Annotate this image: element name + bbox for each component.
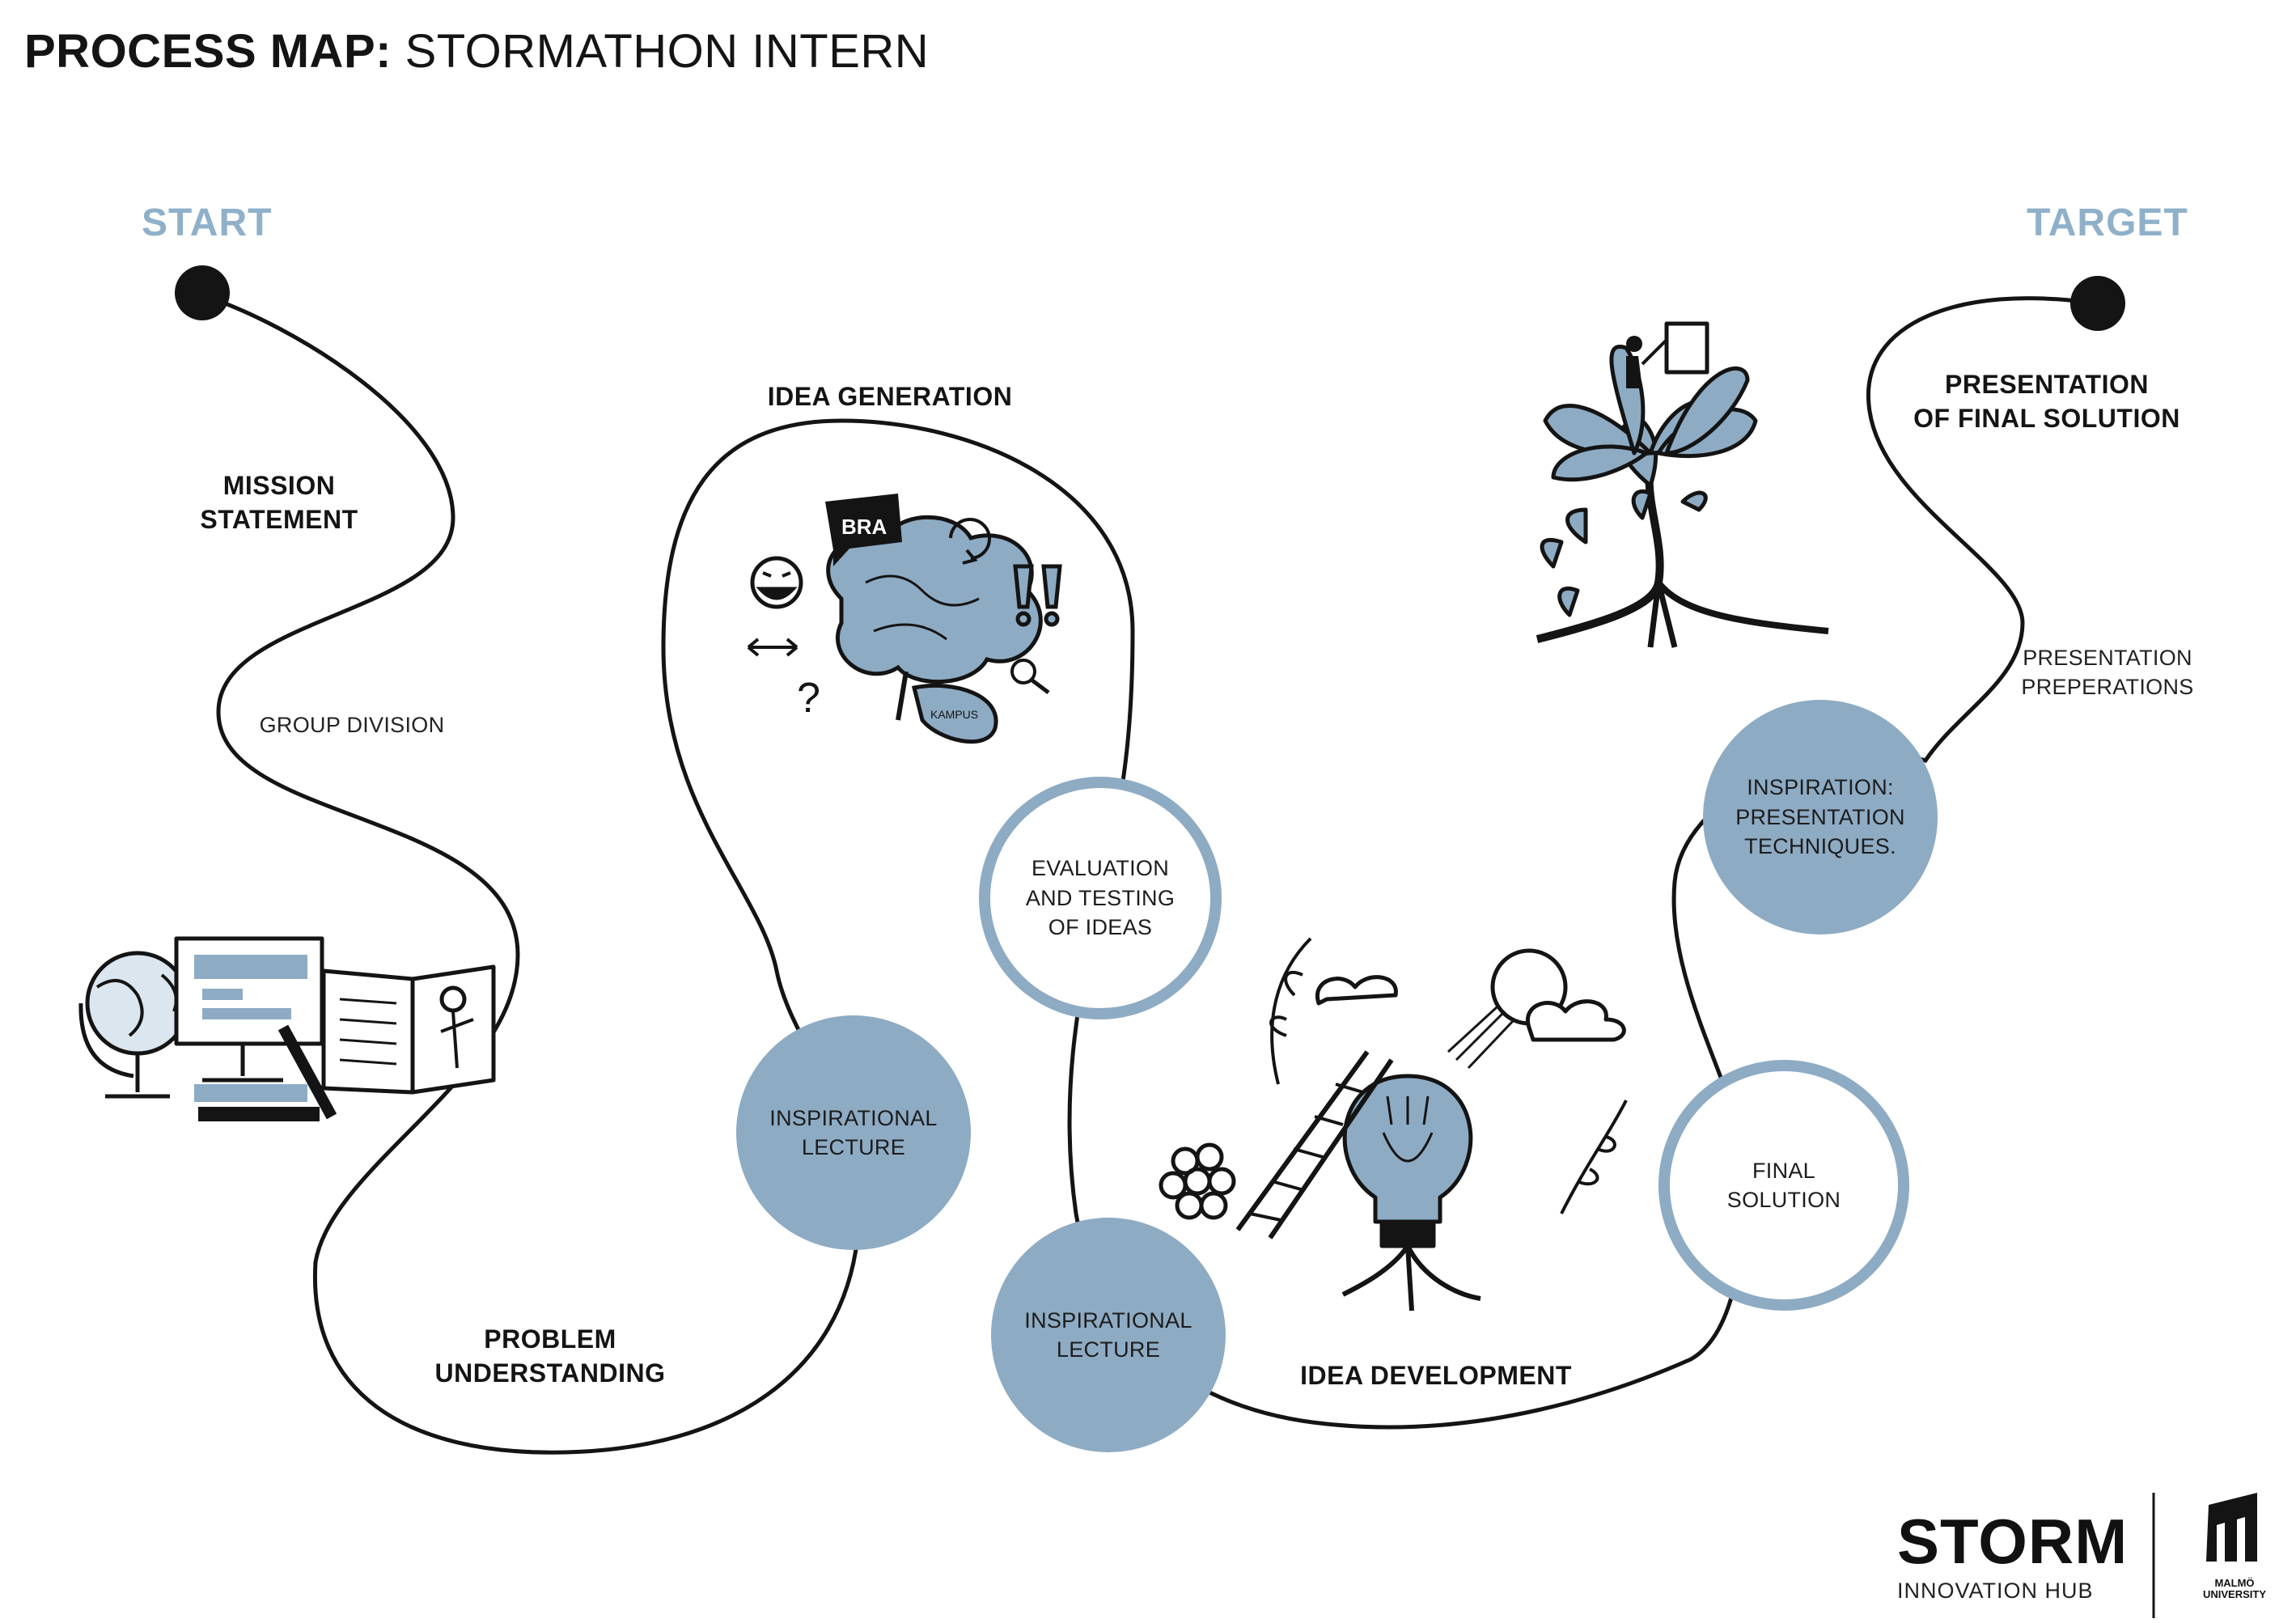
branch-icon <box>1560 1100 1628 1214</box>
stage-idea-generation: IDEA GENERATION <box>767 382 1013 411</box>
leaf-bubble-text: KAMPUS <box>930 708 978 721</box>
target-label: TARGET <box>2027 201 2188 244</box>
circle-inspirational-lecture-2: INSPIRATIONAL LECTURE <box>991 1218 1226 1452</box>
circle-final-solution: FINAL SOLUTION <box>1658 1060 1909 1311</box>
arrows-icon <box>747 638 799 657</box>
circle-inspirational-lecture-1-label: INSPIRATIONAL LECTURE <box>769 1105 938 1159</box>
title-bold: PROCESS MAP: <box>24 25 392 78</box>
circle-inspiration-presentation: INSPIRATION: PRESENTATION TECHNIQUES. <box>1703 700 1938 934</box>
stage-idea-development: IDEA DEVELOPMENT <box>1300 1361 1572 1390</box>
storm-logo: STORM INNOVATION HUB <box>1897 1505 2128 1604</box>
lightbulb-icon <box>1341 1074 1481 1312</box>
exclamation-icon <box>1013 564 1062 627</box>
plant-icon <box>1269 937 1312 1085</box>
question-icon: ? <box>797 675 820 722</box>
storm-logo-sub: INNOVATION HUB <box>1897 1579 2094 1603</box>
start-dot <box>175 265 230 320</box>
speech-bubble-text: BRA <box>841 515 887 539</box>
ideation-illustration: BRA ? KAMPUS <box>747 494 1062 744</box>
study-illustration <box>78 936 496 1121</box>
refresh-icon <box>949 518 991 565</box>
flower-tree-icon <box>1536 321 1829 648</box>
ladder-icon <box>1235 1050 1394 1239</box>
storm-logo-word: STORM <box>1897 1506 2129 1577</box>
laughing-emoji-icon <box>750 556 803 609</box>
circle-evaluation-testing: EVALUATION AND TESTING OF IDEAS <box>979 777 1222 1019</box>
circle-inspirational-lecture-1: INSPIRATIONAL LECTURE <box>736 1015 971 1250</box>
circle-evaluation-testing-label: EVALUATION AND TESTING OF IDEAS <box>1025 856 1176 940</box>
malmo-logo-icon <box>2206 1493 2257 1562</box>
target-dot <box>2070 276 2125 331</box>
cloud-icon <box>1315 975 1626 1042</box>
stage-mission-statement: MISSION STATEMENT <box>200 471 358 534</box>
title-light: STORMATHON INTERN <box>405 25 930 78</box>
magnifier-icon <box>1010 659 1050 694</box>
computer-icon <box>174 936 337 1121</box>
stage-presentation-final-solution: PRESENTATION OF FINAL SOLUTION <box>1913 370 2180 433</box>
step-group-division: GROUP DIVISION <box>259 713 445 737</box>
start-label: START <box>142 201 273 244</box>
speech-bubble-icon: BRA <box>825 494 902 566</box>
leaf-bubble-icon: KAMPUS <box>911 683 998 744</box>
circle-inspiration-presentation-label: INSPIRATION: PRESENTATION TECHNIQUES. <box>1735 775 1905 859</box>
globe-icon <box>78 951 190 1099</box>
stage-problem-understanding: PROBLEM UNDERSTANDING <box>434 1324 666 1388</box>
step-presentation-preperations: PRESENTATION PREPERATIONS <box>2021 646 2194 700</box>
circle-inspirational-lecture-2-label: INSPIRATIONAL LECTURE <box>1024 1307 1192 1362</box>
book-icon <box>321 964 496 1095</box>
page-title: PROCESS MAP: STORMATHON INTERN <box>24 24 929 78</box>
circle-final-solution-label: FINAL SOLUTION <box>1726 1158 1841 1212</box>
malmo-logo-sub: MALMÖ UNIVERSITY <box>2202 1577 2266 1601</box>
grapes-icon <box>1159 1142 1236 1220</box>
development-illustration <box>1159 937 1628 1312</box>
